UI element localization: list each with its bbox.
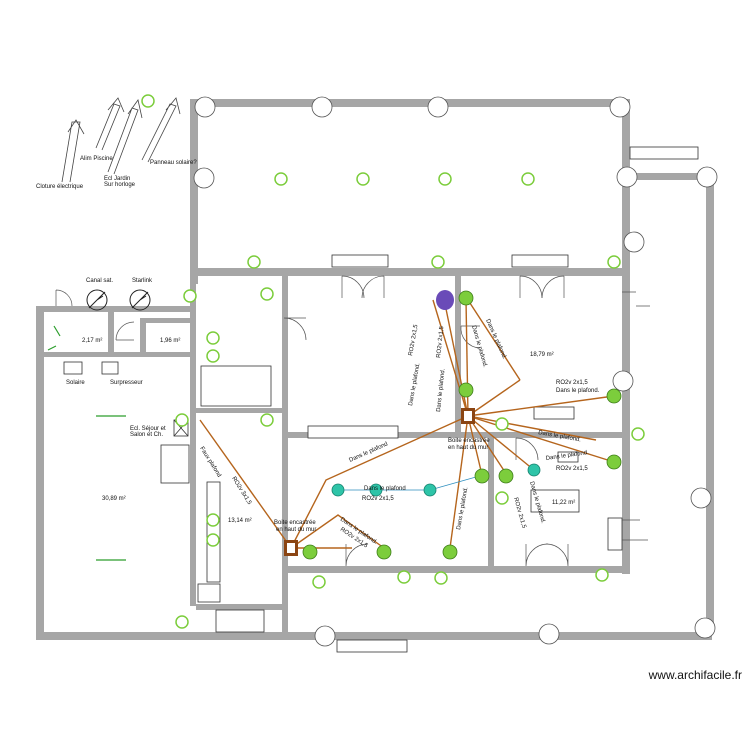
device-solaire: Solaire <box>66 380 85 386</box>
cables <box>199 299 615 549</box>
pillars <box>193 96 718 647</box>
fan <box>436 290 454 310</box>
device-starlink: Starlink <box>132 278 153 284</box>
satellite-dishes <box>86 289 151 311</box>
note-cable-k: RO2v 2x1,5 <box>556 466 588 472</box>
note-boite-right-2: en haut du mur <box>448 445 488 451</box>
legend-cloture: Cloture électrique <box>36 184 84 190</box>
note-cable-e: RO2v 2x1,5 <box>408 323 420 356</box>
note-plafond-e: Dans le plafond. <box>408 362 421 406</box>
note-cable-l: RO2v 2x1,5 <box>512 497 527 530</box>
device-canal: Canal sat. <box>86 278 113 284</box>
lamps-teal <box>331 463 541 497</box>
area-1: 2,17 m² <box>82 338 102 344</box>
legend-piscine: Alim Piscine <box>80 156 113 162</box>
note-sejour-1: Ecl. Séjour et <box>130 426 166 432</box>
note-cable-i: RO2v 2x1,5 <box>556 380 588 386</box>
legend-jardin-1: Ecl Jardin <box>104 176 130 182</box>
legend-jardin-2: Sur horloge <box>104 182 136 188</box>
note-boite-right-1: Boite encastrée <box>448 438 490 444</box>
note-plafond-i: Dans le plafond. <box>556 388 600 394</box>
area-4: 13,14 m² <box>228 518 252 524</box>
legend-solaire: Panneau solaire? <box>150 160 197 166</box>
area-6: 11,22 m² <box>552 500 575 506</box>
note-plafond-b: Dans le plafond <box>364 486 406 492</box>
windows <box>63 146 699 653</box>
watermark[interactable]: www.archifacile.fr <box>648 668 742 682</box>
note-boite-left-1: Boite encastrée <box>274 520 316 526</box>
note-cable-3x: RO2v 3x1,5 <box>230 476 252 507</box>
area-2: 1,96 m² <box>160 338 180 344</box>
note-boite-left-2: en haut du mur <box>276 527 316 533</box>
area-5: 18,79 m² <box>530 352 554 358</box>
note-cable-f: RO2v 2x1,5 <box>436 325 445 358</box>
device-surpresseur: Surpresseur <box>110 380 143 386</box>
doors <box>55 275 650 567</box>
note-cable-b: RO2v 2x1,5 <box>362 496 394 502</box>
area-3: 30,89 m² <box>102 496 126 502</box>
walls <box>36 99 716 640</box>
note-plafond-h: Dans le plafond. <box>484 318 507 360</box>
note-plafond-f: Dans le plafond. <box>436 368 447 412</box>
cables-teal <box>338 474 484 491</box>
legend-arrows <box>61 97 181 183</box>
lamps-green-filled <box>302 290 622 560</box>
light-lines-green <box>47 325 126 561</box>
lamps-green <box>141 94 645 629</box>
note-faux-plafond: Faux plafond <box>198 446 221 479</box>
note-sejour-2: Salon et Ch. <box>130 432 163 438</box>
